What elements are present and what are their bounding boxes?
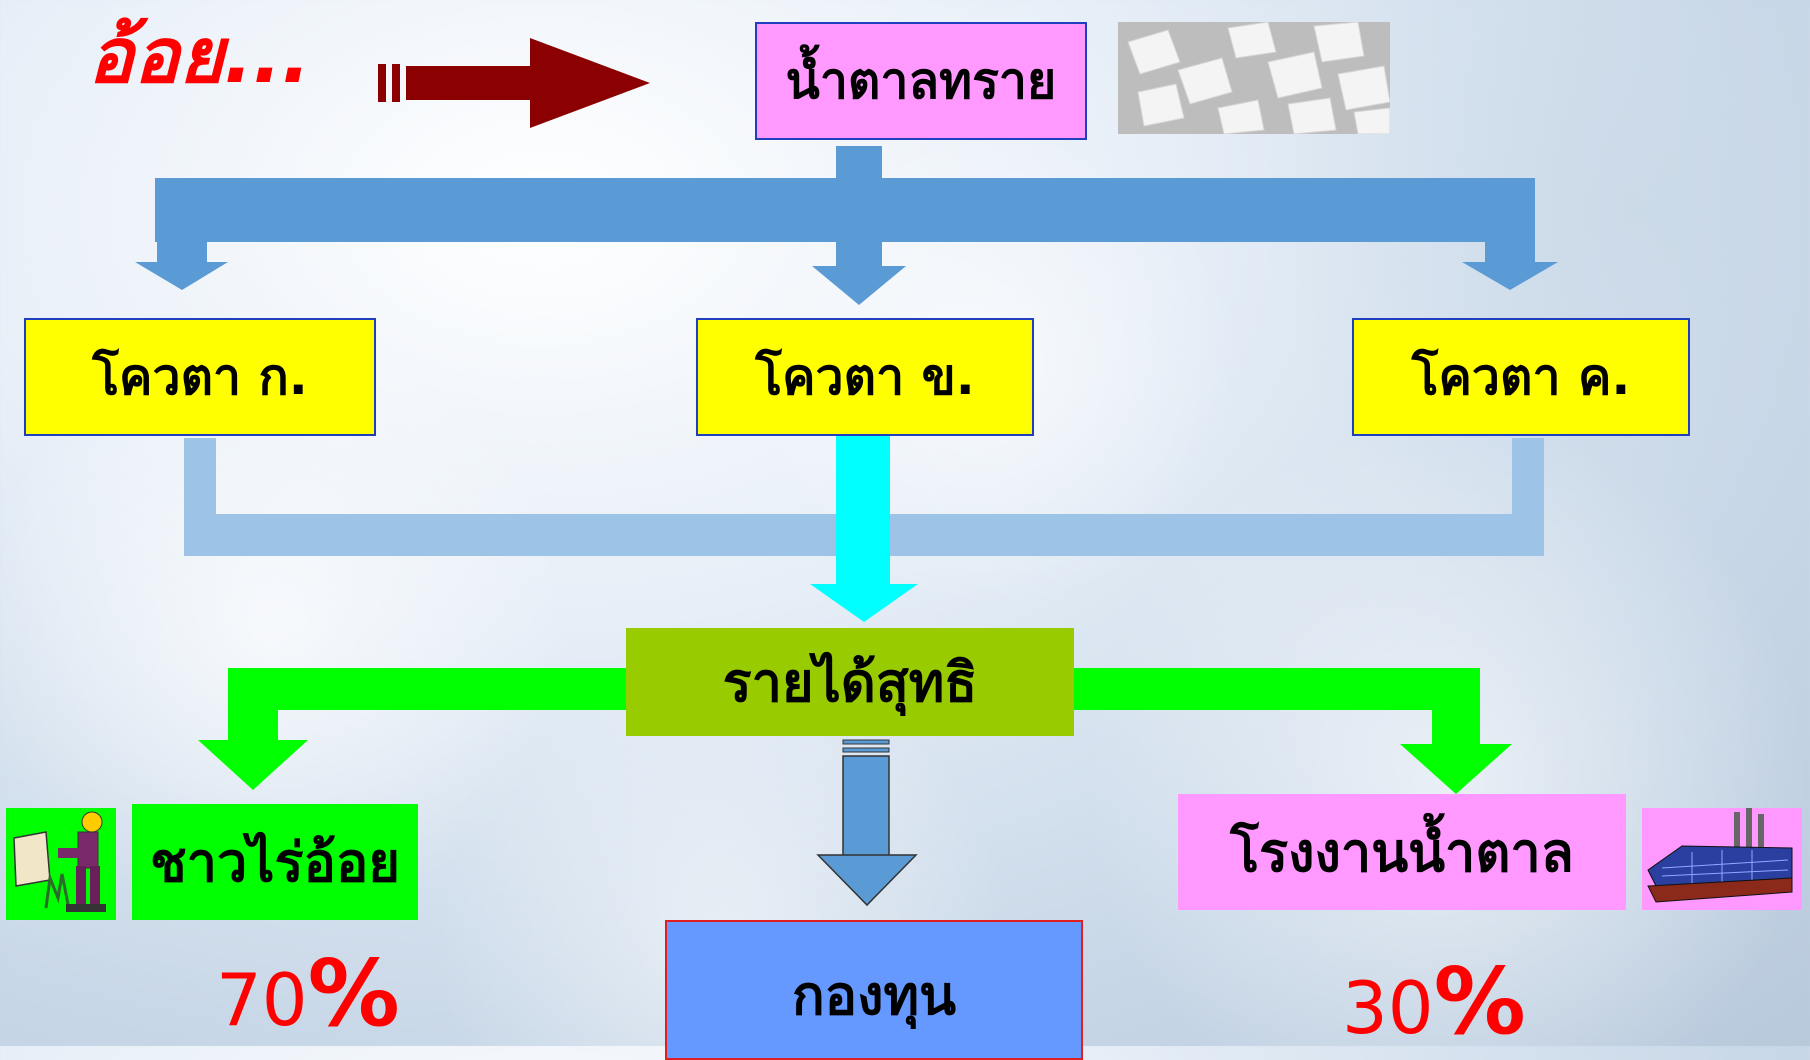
farmers-box: ชาวไร่อ้อย	[132, 804, 418, 920]
quota-box-b: โควตา ข.	[696, 318, 1034, 436]
fund-box: กองทุน	[665, 920, 1083, 1060]
diagram-title: อ้อย...	[88, 11, 311, 100]
factory-share-number: 30	[1342, 966, 1434, 1050]
factory-clipart	[1642, 808, 1802, 910]
quota-box-c: โควตา ค.	[1352, 318, 1690, 436]
cyan-down-arrow	[810, 436, 918, 622]
fund-down-arrow	[816, 739, 918, 907]
farmers-share: 70%	[216, 940, 400, 1047]
factory-share-symbol: %	[1433, 948, 1526, 1055]
farmers-share-number: 70	[216, 958, 308, 1042]
sugar-box: น้ำตาลทราย	[755, 22, 1087, 140]
distribution-arrows	[135, 146, 1558, 305]
green-split-arrows	[198, 668, 1512, 794]
factory-share: 30%	[1342, 948, 1526, 1055]
farmer-clipart	[6, 808, 116, 920]
farmers-share-symbol: %	[307, 940, 400, 1047]
title-arrow	[378, 38, 650, 128]
net-income-box: รายได้สุทธิ	[626, 628, 1074, 736]
sugar-crystals-image	[1118, 22, 1390, 134]
factory-box: โรงงานน้ำตาล	[1178, 794, 1626, 910]
quota-box-a: โควตา ก.	[24, 318, 376, 436]
